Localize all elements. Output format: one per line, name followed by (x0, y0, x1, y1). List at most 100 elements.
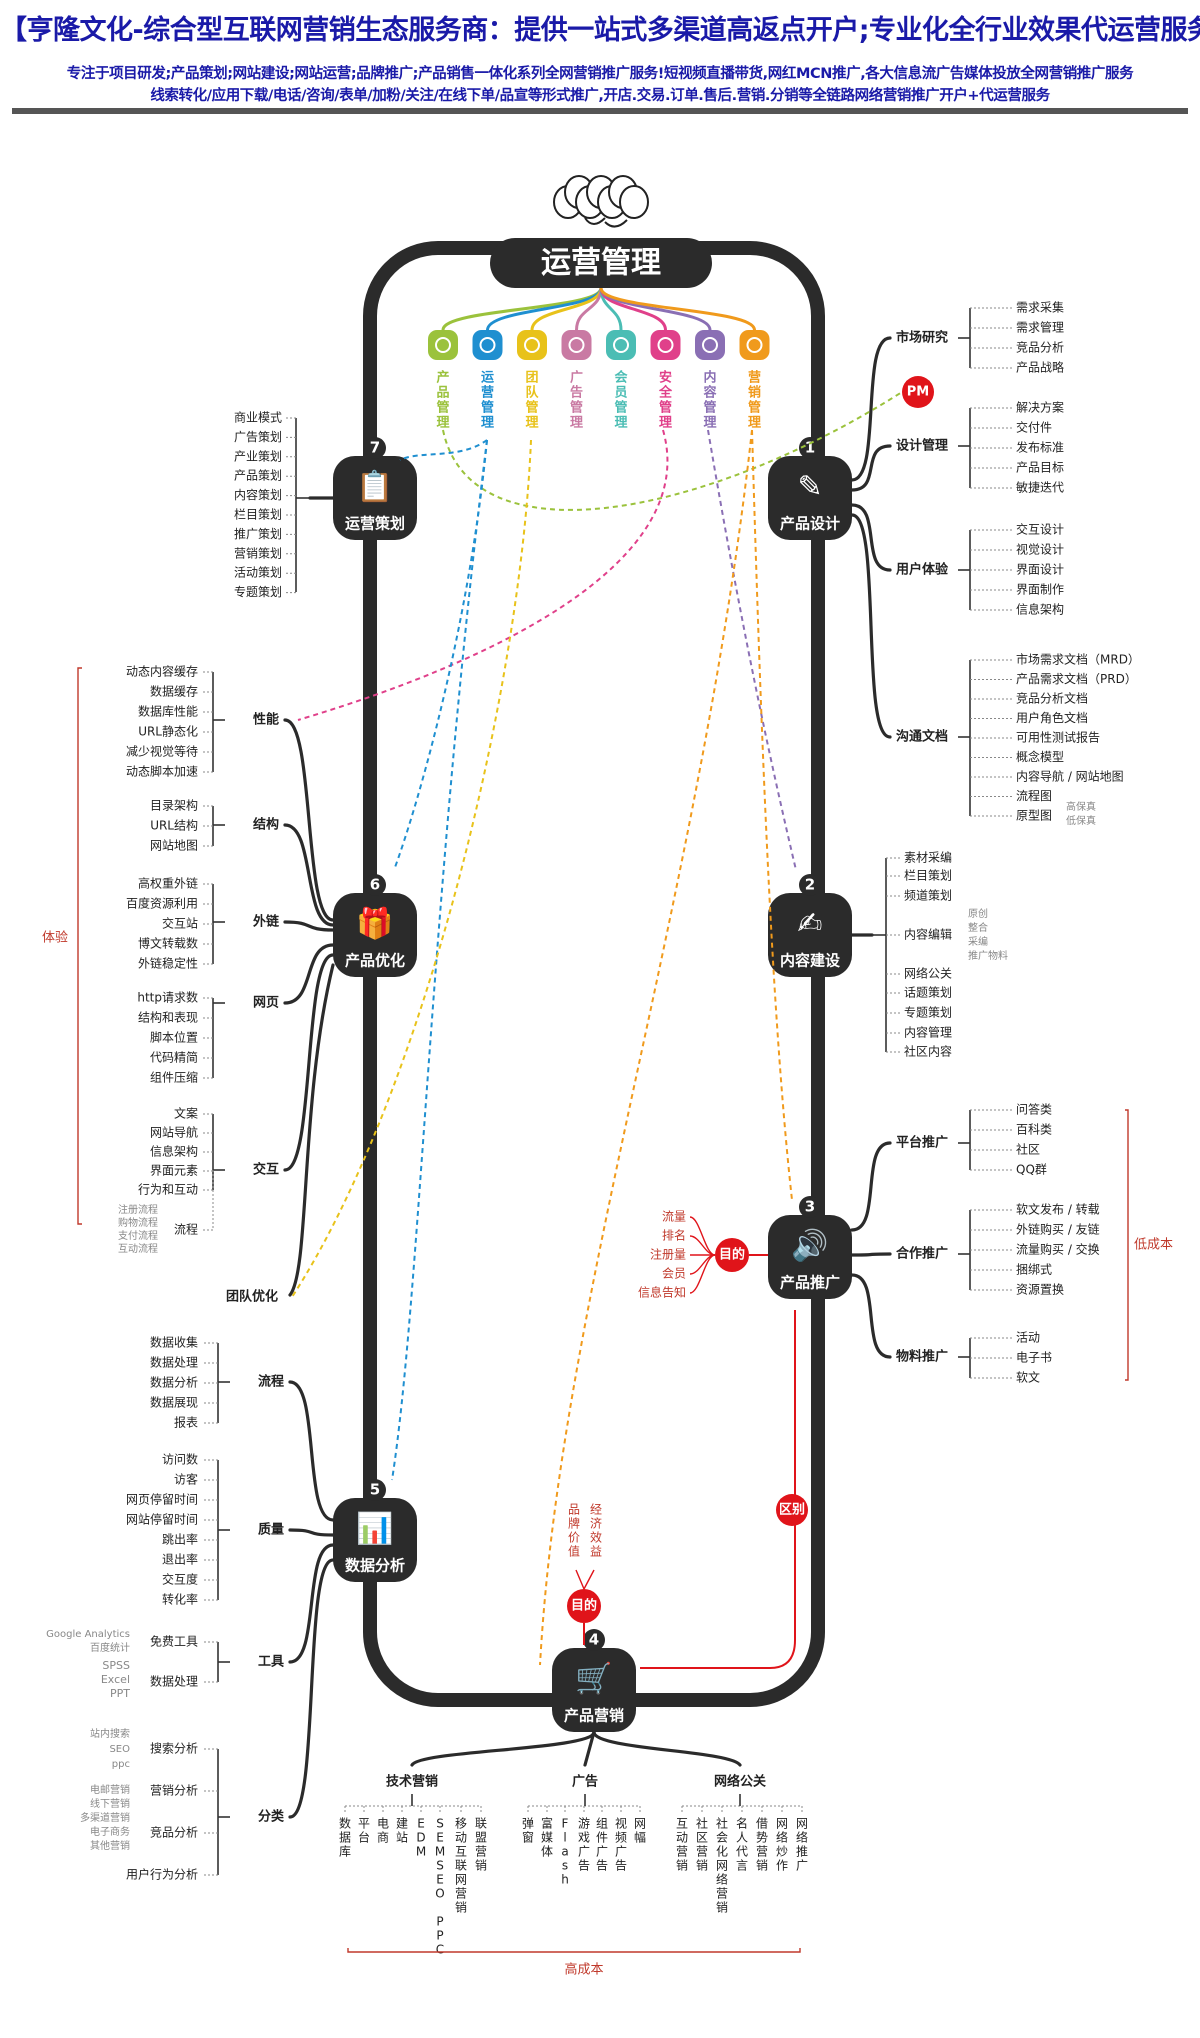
vertical-char: 理 (525, 416, 538, 431)
management-dotted-link (539, 429, 753, 1666)
tree-item: http请求数 (137, 990, 198, 1005)
search-sub: ppc (112, 1759, 130, 1770)
vertical-char: O (435, 1887, 444, 1901)
vertical-char: 营 (455, 1887, 467, 1901)
group-branch (850, 1252, 892, 1257)
module-icon-glyph (746, 337, 763, 353)
vertical-char: 社 (716, 1816, 728, 1831)
vertical-char: 益 (590, 1545, 602, 1559)
tree-item: 界面制作 (1016, 583, 1064, 597)
tree-item: 频道策划 (904, 889, 952, 903)
node-label: 运营策划 (345, 515, 405, 533)
node-box (333, 456, 417, 540)
vertical-char: 广 (615, 1845, 627, 1859)
vertical-char: 互 (676, 1817, 688, 1831)
vertical-char: 推 (796, 1845, 808, 1859)
tree-item: 竞品分析 (150, 1826, 198, 1840)
vertical-char: a (561, 1845, 568, 1859)
goal-item: 排名 (662, 1228, 686, 1243)
tree-item: 内容编辑 (904, 927, 952, 942)
tree-item: 百度资源利用 (126, 896, 198, 911)
tree-item: 界面元素 (150, 1164, 198, 1178)
module-icon (472, 330, 503, 360)
tree-item: URL静态化 (138, 725, 198, 739)
vertical-char: 广 (596, 1845, 608, 1859)
node-icon: ✍ (797, 907, 822, 942)
group-label: 交互 (253, 1162, 279, 1178)
group-label: 网络公关 (714, 1774, 766, 1790)
vertical-char: 销 (748, 385, 761, 401)
tree-item: 内容策划 (234, 487, 282, 502)
tree-item: 网站导航 (150, 1125, 198, 1140)
group-label: 分类 (258, 1809, 285, 1825)
vertical-char: 势 (756, 1831, 768, 1845)
tree-item-vertical: 建站 (396, 1817, 408, 1845)
tree-item: 信息架构 (1016, 602, 1064, 617)
vertical-char: S (436, 1859, 444, 1873)
vertical-char: 网 (776, 1817, 788, 1831)
node-number-badge (364, 1479, 386, 1501)
management-dotted-link (442, 391, 903, 511)
tree-item: 流程 (174, 1222, 198, 1237)
tree-item: 信息架构 (150, 1144, 198, 1159)
tree-item: 内容导航 / 网站地图 (1016, 769, 1124, 784)
vertical-char: E (436, 1831, 444, 1845)
goal-item-connector (689, 1254, 716, 1294)
vertical-char: 理 (748, 416, 761, 431)
module-icon-glyph (657, 337, 674, 353)
vertical-char: 理 (436, 416, 449, 431)
vertical-char: 管 (436, 400, 449, 416)
group-branch (288, 1528, 335, 1537)
node-icon: 🎁 (356, 906, 393, 942)
vertical-char: 会 (716, 1831, 728, 1845)
vertical-char: D (416, 1831, 425, 1845)
tree-item: 报表 (174, 1415, 198, 1430)
goal-item: 信息告知 (638, 1285, 686, 1300)
module-icon-glyph (702, 337, 718, 353)
tree-item: 用户角色文档 (1016, 710, 1088, 725)
group-label: 广告 (572, 1774, 598, 1790)
module-icon-glyph (568, 337, 585, 353)
diff-line (640, 1310, 796, 1669)
tree-item: 产品战略 (1016, 360, 1064, 375)
vertical-char: 络 (796, 1830, 808, 1845)
node-icon: 🔊 (791, 1227, 828, 1264)
vertical-char: P (436, 1915, 443, 1929)
vertical-char: 牌 (568, 1517, 580, 1531)
tree-item: 栏目策划 (234, 507, 282, 522)
tree-item: 资源置换 (1016, 1283, 1064, 1297)
tree-item: 组件压缩 (150, 1070, 198, 1085)
vertical-char: 代 (736, 1845, 748, 1859)
vertical-char: 营 (676, 1845, 688, 1859)
tree-item: 问答类 (1016, 1102, 1052, 1117)
vertical-char: 据 (339, 1831, 351, 1845)
group-label: 合作推广 (896, 1246, 948, 1262)
tree-item-vertical: 平台 (358, 1817, 370, 1845)
node-number-badge (799, 874, 821, 896)
vertical-char: 销 (455, 1901, 467, 1915)
tree-item: 界面设计 (1016, 563, 1064, 577)
vertical-char: M (435, 1845, 445, 1859)
tree-item: 减少视觉等待 (126, 744, 198, 759)
goal-item: 注册量 (650, 1247, 686, 1262)
vertical-char: 网 (796, 1817, 808, 1831)
tree-item: 活动策划 (234, 566, 282, 580)
node-label: 数据分析 (345, 1557, 405, 1575)
vertical-char: P (436, 1929, 443, 1943)
vertical-char: 运 (481, 371, 494, 386)
vertical-char: 理 (570, 416, 583, 431)
flow-sub: 购物流程 (118, 1216, 158, 1229)
node-number-badge (799, 1196, 821, 1218)
tree-item: 高权重外链 (138, 876, 198, 891)
data-tool: PPT (110, 1687, 130, 1700)
edit-sub: 采编 (968, 935, 988, 948)
module-connector (486, 287, 603, 331)
marketing-sub: 其他营销 (90, 1839, 130, 1852)
tree-item: 交付件 (1016, 420, 1052, 435)
